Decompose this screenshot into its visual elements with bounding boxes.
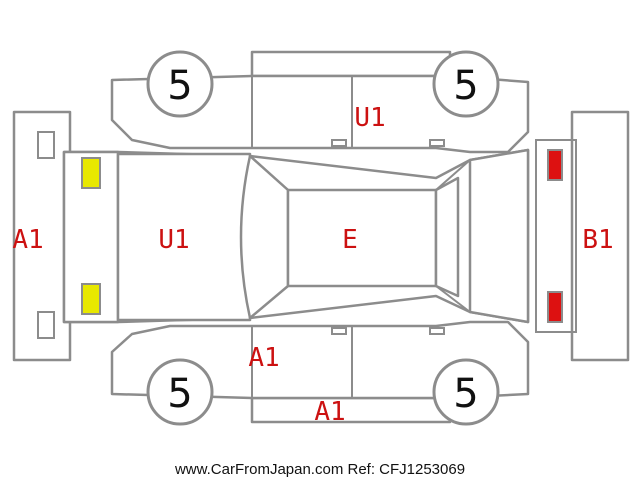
- tire-front-left: 5: [146, 358, 214, 426]
- tire-front-right-grade: 5: [167, 63, 192, 109]
- tire-rear-right: 5: [432, 50, 500, 118]
- rear-lamp-top: [547, 149, 563, 181]
- left-side-body: [110, 320, 530, 400]
- front-lamp-bottom: [81, 283, 101, 315]
- footer-reference: www.CarFromJapan.com Ref: CFJ1253069: [174, 461, 465, 478]
- rear-lamp-bottom: [547, 291, 563, 323]
- windshield: [239, 154, 290, 320]
- damage-code-hood: U1: [158, 225, 189, 255]
- damage-code-left-side-front: A1: [248, 343, 279, 373]
- front-lamp-top: [81, 157, 101, 189]
- tire-rear-left: 5: [432, 358, 500, 426]
- tire-rear-right-grade: 5: [453, 63, 478, 109]
- tire-rear-left-grade: 5: [453, 371, 478, 417]
- damage-code-front-bumper: A1: [12, 225, 43, 255]
- tire-front-right: 5: [146, 50, 214, 118]
- damage-code-right-side-top: U1: [354, 103, 385, 133]
- damage-code-rear-bumper: B1: [582, 225, 613, 255]
- damage-code-roof: E: [342, 225, 358, 255]
- left-sill-panel: [250, 396, 452, 424]
- rear-window: [434, 176, 460, 298]
- right-sill-panel: [250, 50, 452, 78]
- tire-front-left-grade: 5: [167, 371, 192, 417]
- damage-code-left-sill: A1: [314, 397, 345, 427]
- rear-deck: [468, 148, 530, 324]
- rear-bumper: [570, 110, 630, 362]
- front-bumper: [12, 110, 72, 362]
- roof: [286, 188, 438, 288]
